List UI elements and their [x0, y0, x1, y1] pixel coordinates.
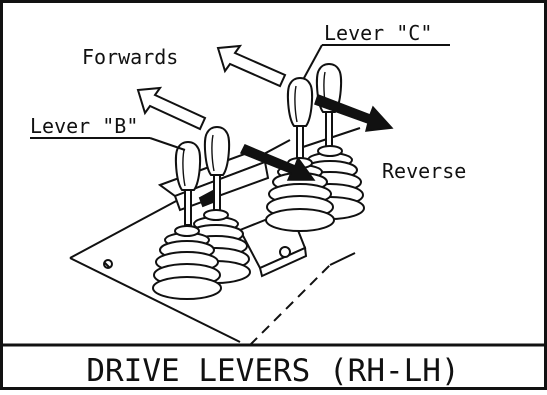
- diagram-caption: DRIVE LEVERS (RH-LH): [86, 353, 459, 389]
- reverse-arrow-icon: [239, 94, 394, 181]
- forwards-label: Forwards: [82, 45, 178, 69]
- leader-lines: [30, 44, 450, 151]
- lever-b-label: Lever "B": [30, 114, 138, 138]
- lever-b-assembly: [152, 126, 251, 300]
- lever-c-label: Lever "C": [324, 21, 432, 45]
- reverse-label: Reverse: [382, 159, 466, 183]
- forward-arrow-icon: [136, 44, 287, 131]
